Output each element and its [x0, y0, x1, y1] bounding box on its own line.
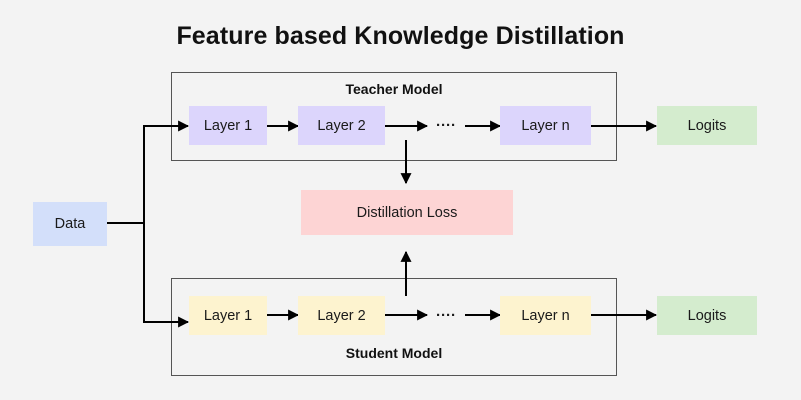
student-logits-node: Logits	[657, 296, 757, 335]
student-layer-2: Layer 2	[298, 296, 385, 335]
diagram-title: Feature based Knowledge Distillation	[176, 22, 625, 50]
teacher-ellipsis: ····	[436, 116, 456, 134]
teacher-layer-1: Layer 1	[189, 106, 267, 145]
student-model-label: Student Model	[345, 345, 443, 361]
student-ellipsis: ····	[436, 306, 456, 324]
student-layer-n: Layer n	[500, 296, 591, 335]
split-to-teacher-arrow	[143, 120, 190, 223]
teacher-layer-2: Layer 2	[298, 106, 385, 145]
teacher-model-label: Teacher Model	[345, 81, 443, 97]
distillation-loss-node: Distillation Loss	[301, 190, 513, 235]
student-model-frame: Student Model	[171, 278, 617, 376]
split-to-student-arrow	[143, 223, 190, 328]
data-node: Data	[33, 202, 107, 246]
teacher-logits-node: Logits	[657, 106, 757, 145]
student-layer-1: Layer 1	[189, 296, 267, 335]
teacher-model-frame: Teacher Model	[171, 72, 617, 161]
teacher-layer-n: Layer n	[500, 106, 591, 145]
